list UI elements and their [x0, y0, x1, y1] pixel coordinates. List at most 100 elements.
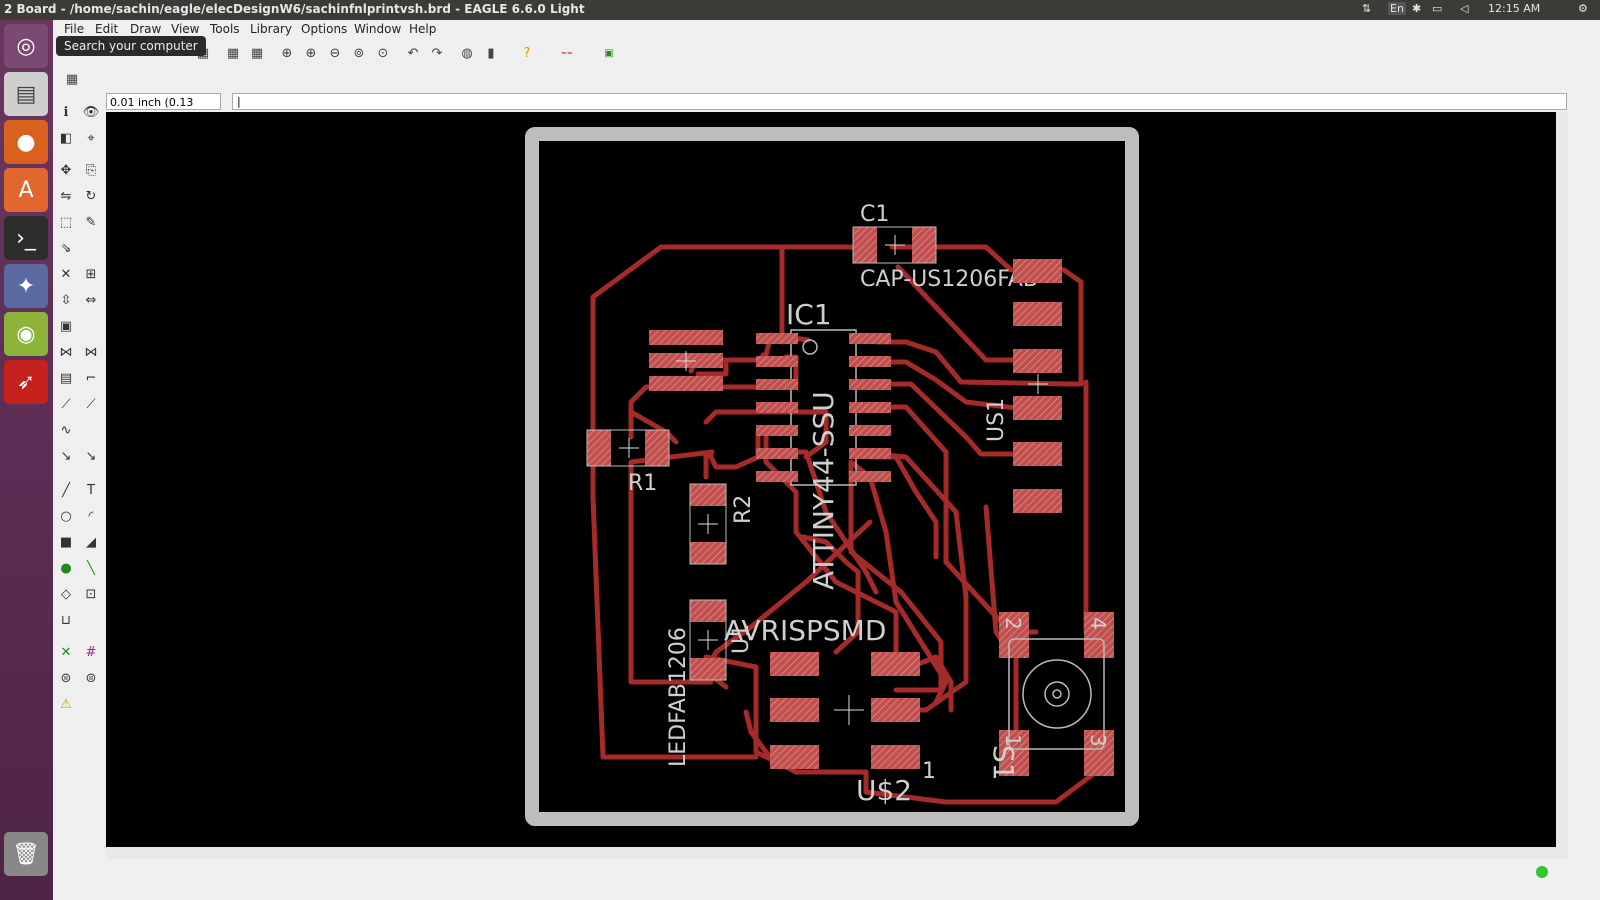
- pad: [649, 330, 723, 345]
- optimize-tool-icon[interactable]: ⋈: [84, 344, 98, 360]
- drc-tool-icon[interactable]: ⊜: [60, 670, 72, 686]
- arc-tool-icon[interactable]: ◜: [88, 508, 94, 524]
- avrisp-value-label: AVRISPSMD: [724, 614, 886, 647]
- name-tool-icon[interactable]: ⇳: [60, 292, 72, 308]
- rotate-tool-icon[interactable]: ↻: [85, 188, 97, 204]
- board-canvas[interactable]: C1 CAP-US1206FAB US1: [106, 112, 1556, 847]
- network-icon[interactable]: ⇅: [1362, 2, 1372, 15]
- mark-tool-icon[interactable]: ⌖: [87, 130, 95, 146]
- isp-pad: [770, 652, 819, 676]
- us1-pad: [1013, 302, 1062, 326]
- change-tool-icon[interactable]: ✎: [85, 214, 97, 230]
- wire-tool-icon[interactable]: ╱: [62, 482, 70, 498]
- display-tool-icon[interactable]: ◧: [59, 130, 73, 146]
- files-icon[interactable]: ▤: [4, 72, 48, 116]
- group-tool-icon[interactable]: ⬚: [59, 214, 73, 230]
- software-center-icon[interactable]: A: [4, 168, 48, 212]
- keyboard-indicator[interactable]: En: [1388, 2, 1406, 15]
- grid-icon[interactable]: ▦: [250, 45, 264, 61]
- via-tool-icon[interactable]: ↘: [60, 448, 72, 464]
- paste-tool-icon[interactable]: ⇘: [60, 240, 72, 256]
- image-viewer-icon[interactable]: ◉: [4, 312, 48, 356]
- firefox-icon[interactable]: ●: [4, 120, 48, 164]
- hole-add-icon[interactable]: ◇: [61, 586, 71, 602]
- add-tool-icon[interactable]: ⊞: [85, 266, 97, 282]
- zoom-fit-icon[interactable]: ⊕: [281, 45, 293, 61]
- via-add-icon[interactable]: ●: [60, 560, 72, 576]
- undo-icon[interactable]: ↶: [407, 45, 419, 61]
- volume-icon[interactable]: ◁: [1460, 2, 1469, 15]
- redraw-icon[interactable]: ⊚: [353, 45, 365, 61]
- zoom-out-icon[interactable]: ⊖: [329, 45, 341, 61]
- stop-icon[interactable]: ◍: [461, 45, 473, 61]
- smash-tool-icon[interactable]: ▣: [59, 318, 73, 334]
- menu-library[interactable]: Library: [250, 22, 292, 36]
- text-tool-icon[interactable]: T: [87, 482, 95, 498]
- bluetooth-icon[interactable]: ✱: [1412, 2, 1422, 15]
- attribute-tool-icon[interactable]: ⊡: [85, 586, 97, 602]
- c1-pad: [853, 227, 877, 263]
- command-line-input[interactable]: |: [232, 93, 1567, 110]
- menu-help[interactable]: Help: [409, 22, 437, 36]
- pcb-quote-icon[interactable]: ▣: [604, 47, 614, 59]
- dimension-tool-icon[interactable]: ⊔: [60, 612, 72, 628]
- menu-draw[interactable]: Draw: [130, 22, 162, 36]
- copy-tool-icon[interactable]: ⎘: [85, 162, 97, 178]
- route-tool-icon[interactable]: ▤: [59, 370, 73, 386]
- redo-icon[interactable]: ↷: [431, 45, 443, 61]
- menu-view[interactable]: View: [171, 22, 200, 36]
- design-link-icon[interactable]: ⌁⌁: [560, 47, 574, 59]
- top-panel: 2 Board - /home/sachin/eagle/elecDesignW…: [0, 0, 1600, 20]
- ic1-value-label: ATTINY44-SSU: [807, 391, 840, 590]
- delete-tool-icon[interactable]: ✕: [60, 266, 72, 282]
- s1-label: S1: [987, 745, 1020, 781]
- ripup-tool-icon[interactable]: ⟋: [61, 396, 71, 412]
- trash-icon[interactable]: 🗑: [4, 832, 48, 876]
- trace: [800, 534, 861, 655]
- mirror-tool-icon[interactable]: ⇋: [60, 188, 72, 204]
- eagle-app-icon[interactable]: ➶: [4, 360, 48, 404]
- zoom-in-icon[interactable]: ⊕: [305, 45, 317, 61]
- show-tool-icon[interactable]: 👁: [82, 104, 100, 120]
- terminal-icon[interactable]: ›_: [4, 216, 48, 260]
- menu-edit[interactable]: Edit: [95, 22, 119, 36]
- menu-window[interactable]: Window: [354, 22, 402, 36]
- r1-label: R1: [628, 471, 657, 496]
- ratsnest-tool-icon[interactable]: ✕: [60, 644, 72, 660]
- r1-pad: [645, 430, 669, 466]
- info-tool-icon[interactable]: ℹ: [63, 104, 69, 120]
- value-tool-icon[interactable]: ⇔: [85, 292, 97, 308]
- move-tool-icon[interactable]: ✥: [60, 162, 72, 178]
- warning-icon[interactable]: ⚠: [60, 696, 72, 712]
- hole-tool-icon[interactable]: ↘: [85, 448, 97, 464]
- trace: [895, 264, 1019, 363]
- layer-settings-icon[interactable]: ▦: [226, 45, 240, 61]
- menu-tools[interactable]: Tools: [210, 22, 240, 36]
- errors-tool-icon[interactable]: ⊜: [85, 670, 97, 686]
- launcher: ◎ ▤ ● A ›_ ✦ ◉ ➶ 🗑: [0, 20, 53, 900]
- help-icon[interactable]: ?: [523, 45, 531, 61]
- menu-file[interactable]: File: [64, 22, 85, 36]
- c1-label: C1: [860, 202, 889, 227]
- airwire-tool-icon[interactable]: ╲: [87, 560, 95, 576]
- split-tool-icon[interactable]: ⋈: [59, 344, 73, 360]
- circle-tool-icon[interactable]: ○: [60, 508, 72, 524]
- autorouter-tool-icon[interactable]: #: [85, 644, 97, 660]
- rectangle-tool-icon[interactable]: ■: [59, 534, 73, 550]
- go-icon[interactable]: ▮: [487, 45, 495, 61]
- grid-settings-icon[interactable]: ▦: [65, 71, 79, 87]
- miter-tool-icon[interactable]: ⌐: [85, 370, 97, 386]
- meander-tool-icon[interactable]: ⟋: [86, 396, 96, 412]
- polygon-tool-icon[interactable]: ◢: [86, 534, 96, 550]
- signal-tool-icon[interactable]: ∿: [60, 422, 72, 438]
- menu-options[interactable]: Options: [301, 22, 348, 36]
- vertical-scrollbar[interactable]: [1556, 112, 1568, 847]
- system-settings-icon[interactable]: ✦: [4, 264, 48, 308]
- clock[interactable]: 12:15 AM: [1488, 2, 1541, 15]
- dash-home-icon[interactable]: ◎: [4, 24, 48, 68]
- battery-icon[interactable]: ▭: [1432, 2, 1443, 15]
- zoom-select-icon[interactable]: ⊙: [377, 45, 389, 61]
- horizontal-scrollbar[interactable]: [106, 847, 1568, 859]
- settings-gear-icon[interactable]: ⚙: [1578, 2, 1588, 15]
- u1-label: U1: [729, 624, 754, 654]
